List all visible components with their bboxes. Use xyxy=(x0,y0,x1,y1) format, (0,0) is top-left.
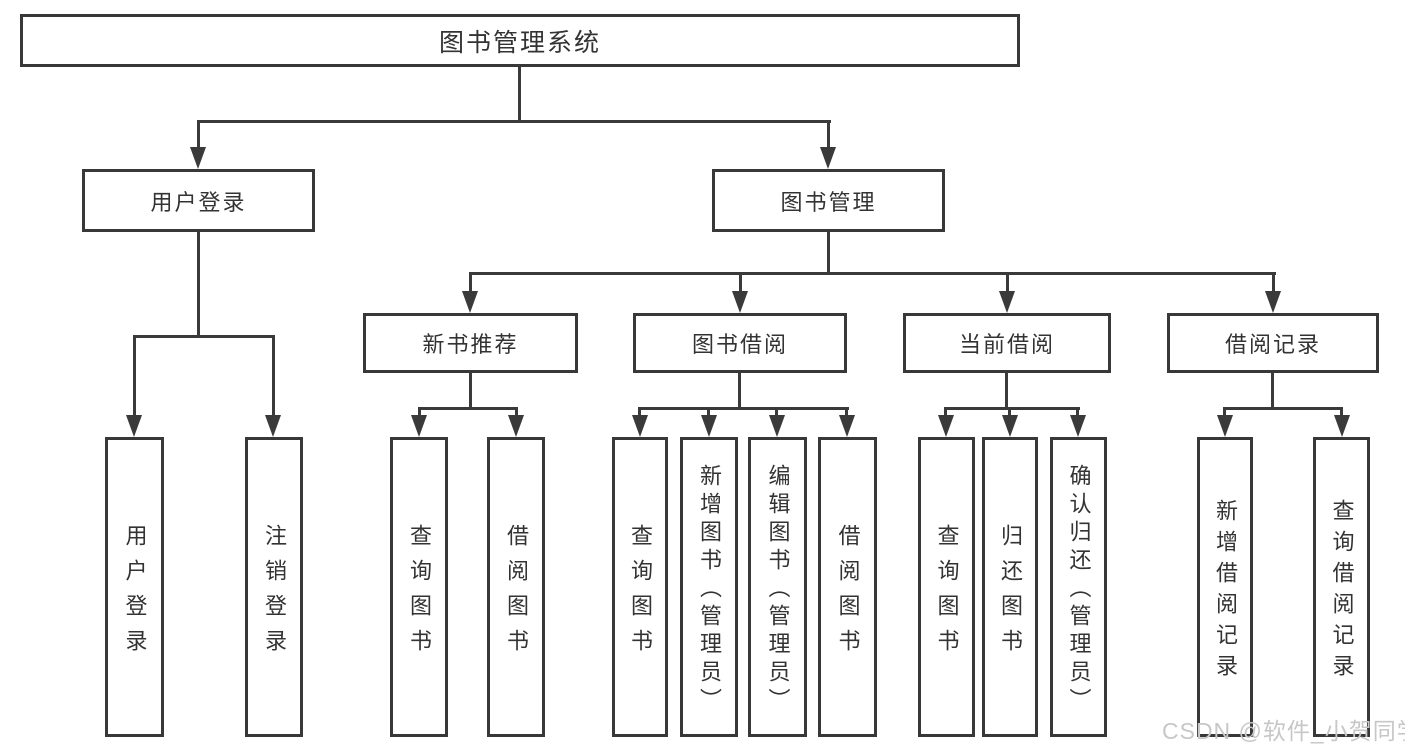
node-current-borrow-label: 当前借阅 xyxy=(958,332,1055,357)
connector-line xyxy=(418,407,518,410)
node-book-borrow-label: 图书借阅 xyxy=(691,332,788,357)
arrow-down-icon xyxy=(462,291,478,313)
node-borrow-records: 借阅记录 xyxy=(1167,313,1379,373)
arrow-down-icon xyxy=(820,147,836,169)
leaf-confirm-return-admin-label: 确认归还（管理员） xyxy=(1066,464,1092,716)
node-book-management-label: 图书管理 xyxy=(780,189,877,215)
arrow-down-icon xyxy=(1070,415,1086,437)
node-book-management: 图书管理 xyxy=(712,169,945,232)
connector-line xyxy=(1006,272,1009,293)
leaf-add-borrow-record: 新增借阅记录 xyxy=(1197,437,1253,737)
connector-line xyxy=(1272,272,1275,293)
leaf-logout: 注销登录 xyxy=(245,437,303,737)
arrow-down-icon xyxy=(732,291,748,313)
leaf-borrow-books-recommend-label: 借阅图书 xyxy=(504,523,529,664)
connector-line xyxy=(775,407,778,417)
connector-line xyxy=(197,120,831,123)
connector-line xyxy=(133,335,136,418)
connector-line xyxy=(469,272,1276,275)
leaf-edit-book-admin: 编辑图书（管理员） xyxy=(748,437,807,737)
arrow-down-icon xyxy=(411,415,427,437)
connector-line xyxy=(469,373,472,407)
arrow-down-icon xyxy=(999,291,1015,313)
node-root-label: 图书管理系统 xyxy=(438,28,601,57)
connector-line xyxy=(827,232,830,272)
leaf-query-books-borrow-label: 查询图书 xyxy=(628,523,653,664)
arrow-down-icon xyxy=(839,415,855,437)
connector-line xyxy=(515,407,518,417)
arrow-down-icon xyxy=(1334,415,1350,437)
leaf-add-book-admin: 新增图书（管理员） xyxy=(680,437,738,737)
node-new-book-recommend-label: 新书推荐 xyxy=(422,332,519,357)
connector-line xyxy=(739,272,742,293)
leaf-query-borrow-record: 查询借阅记录 xyxy=(1313,437,1370,737)
arrow-down-icon xyxy=(938,415,954,437)
connector-line xyxy=(133,335,275,338)
node-root: 图书管理系统 xyxy=(20,14,1020,67)
leaf-return-books-label: 归还图书 xyxy=(998,523,1023,664)
connector-line xyxy=(945,407,1080,410)
node-borrow-records-label: 借阅记录 xyxy=(1224,332,1321,357)
leaf-edit-book-admin-label: 编辑图书（管理员） xyxy=(765,464,791,716)
arrow-down-icon xyxy=(190,147,206,169)
arrow-down-icon xyxy=(126,415,142,437)
leaf-borrow-books-recommend: 借阅图书 xyxy=(487,437,545,737)
leaf-return-books: 归还图书 xyxy=(982,437,1038,737)
connector-line xyxy=(707,407,710,417)
arrow-down-icon xyxy=(769,415,785,437)
connector-line xyxy=(518,67,521,120)
leaf-query-books-recommend: 查询图书 xyxy=(390,437,448,737)
leaf-confirm-return-admin: 确认归还（管理员） xyxy=(1050,437,1107,737)
leaf-query-books-current-label: 查询图书 xyxy=(934,523,960,664)
arrow-down-icon xyxy=(701,415,717,437)
node-user-login-label: 用户登录 xyxy=(150,189,247,215)
connector-line xyxy=(1005,373,1008,407)
connector-line xyxy=(738,373,741,407)
leaf-add-borrow-record-label: 新增借阅记录 xyxy=(1213,498,1238,685)
connector-line xyxy=(1271,373,1274,407)
leaf-borrow-books-label: 借阅图书 xyxy=(835,523,861,664)
leaf-query-books-borrow: 查询图书 xyxy=(612,437,668,737)
leaf-borrow-books: 借阅图书 xyxy=(818,437,877,737)
connector-line xyxy=(1076,407,1079,417)
leaf-query-books-current: 查询图书 xyxy=(918,437,975,737)
leaf-query-borrow-record-label: 查询借阅记录 xyxy=(1329,498,1355,685)
connector-line xyxy=(1223,407,1226,417)
connector-line xyxy=(638,407,641,417)
connector-line xyxy=(272,335,275,418)
node-new-book-recommend: 新书推荐 xyxy=(363,313,578,373)
leaf-logout-label: 注销登录 xyxy=(262,523,287,664)
node-book-borrow: 图书借阅 xyxy=(633,313,847,373)
arrow-down-icon xyxy=(1217,415,1233,437)
arrow-down-icon xyxy=(1265,291,1281,313)
connector-line xyxy=(197,120,200,150)
arrow-down-icon xyxy=(508,415,524,437)
arrow-down-icon xyxy=(632,415,648,437)
connector-line xyxy=(469,272,472,293)
watermark-text: CSDN @软件_小贺同学 xyxy=(1162,718,1405,744)
leaf-add-book-admin-label: 新增图书（管理员） xyxy=(697,464,722,716)
connector-line xyxy=(1008,407,1011,417)
leaf-user-login: 用户登录 xyxy=(105,437,164,737)
leaf-user-login-label: 用户登录 xyxy=(122,523,148,664)
connector-line xyxy=(418,407,421,417)
connector-line xyxy=(1340,407,1343,417)
connector-line xyxy=(944,407,947,417)
leaf-query-books-recommend-label: 查询图书 xyxy=(407,523,432,664)
connector-line xyxy=(827,120,830,150)
connector-line xyxy=(197,232,200,335)
node-user-login: 用户登录 xyxy=(82,169,315,232)
arrow-down-icon xyxy=(1002,415,1018,437)
node-current-borrow: 当前借阅 xyxy=(903,313,1111,373)
connector-line xyxy=(639,407,849,410)
arrow-down-icon xyxy=(265,415,281,437)
connector-line xyxy=(845,407,848,417)
connector-line xyxy=(1224,407,1343,410)
